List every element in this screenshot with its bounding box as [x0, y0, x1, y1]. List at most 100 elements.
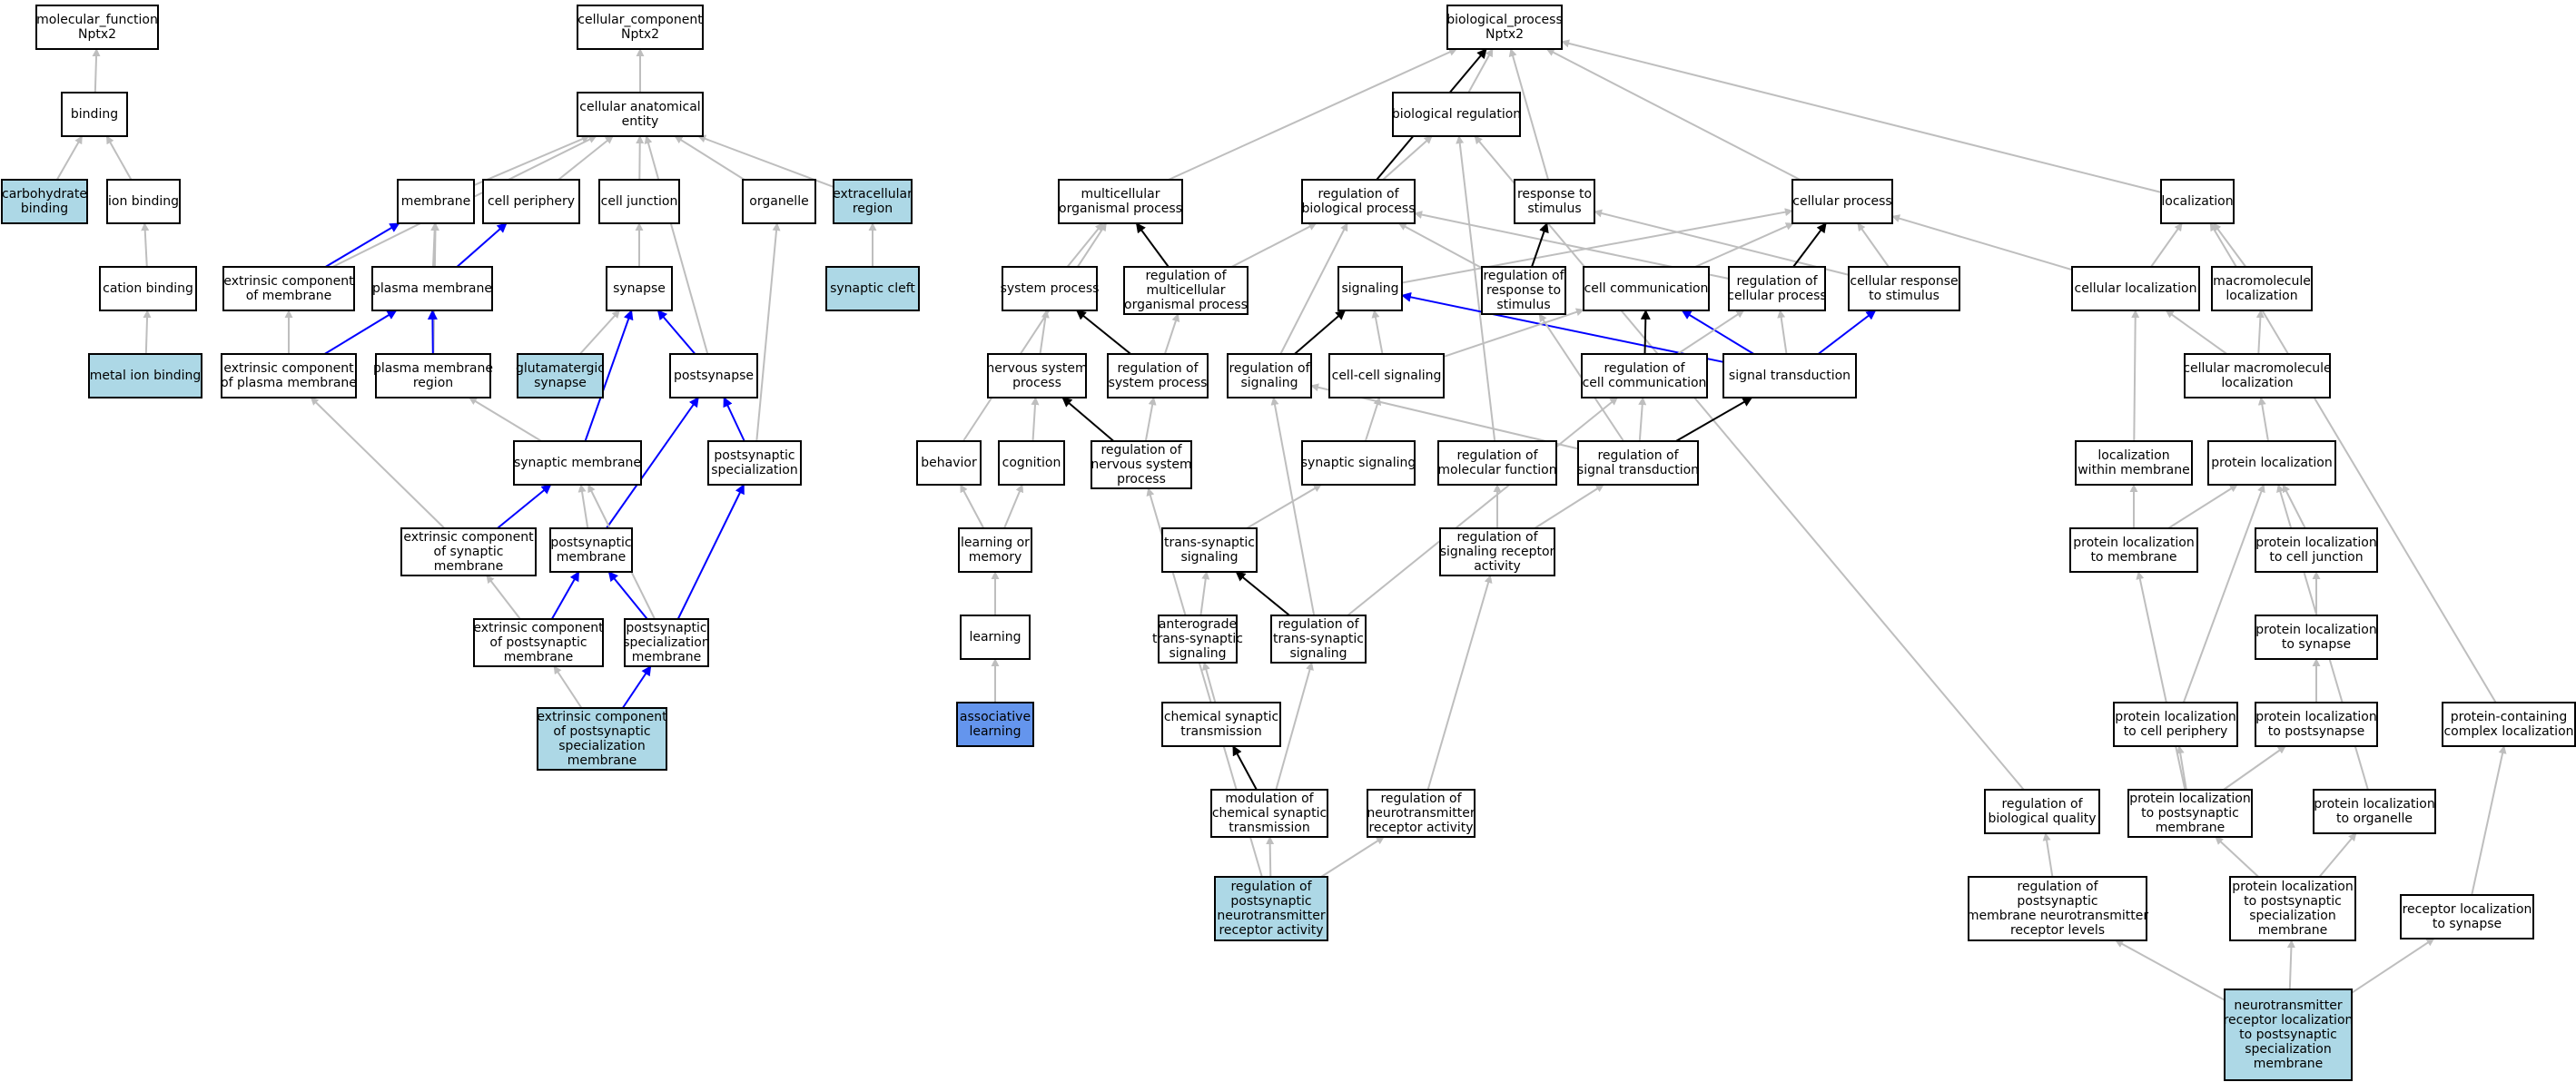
term-node-organelle[interactable]: organelle: [742, 179, 816, 224]
term-node-synaptic-cleft[interactable]: synaptic cleft: [825, 266, 920, 311]
term-node-cognition[interactable]: cognition: [998, 440, 1065, 486]
term-node-cell-cell-sig[interactable]: cell-cell signaling: [1328, 353, 1445, 398]
term-node-membrane[interactable]: membrane: [397, 179, 475, 224]
term-node-bio-reg[interactable]: biological regulation: [1392, 92, 1521, 137]
term-label-line: postsynaptic: [626, 621, 706, 635]
term-node-localization[interactable]: localization: [2160, 179, 2235, 224]
term-node-cellular-loc[interactable]: cellular localization: [2071, 266, 2200, 311]
term-node-cell-comm[interactable]: cell communication: [1583, 266, 1710, 311]
term-node-plasma-membrane[interactable]: plasma membrane: [371, 266, 493, 311]
term-node-behavior[interactable]: behavior: [916, 440, 982, 486]
term-node-metal-ion-binding[interactable]: metal ion binding: [88, 353, 202, 398]
term-node-cell-junction[interactable]: cell junction: [598, 179, 680, 224]
term-node-signal-transduction[interactable]: signal transduction: [1722, 353, 1857, 398]
term-node-signaling[interactable]: signaling: [1337, 266, 1403, 311]
term-label-line: system process: [1001, 281, 1100, 296]
term-node-synapse[interactable]: synapse: [606, 266, 673, 311]
edge-ns-process-to-system-process: [1039, 310, 1050, 355]
term-node-cation-binding[interactable]: cation binding: [99, 266, 197, 311]
term-label-line: extrinsic component: [473, 621, 604, 635]
edge-reg-bio-proc-to-bio-reg: [1382, 135, 1433, 181]
term-label-line: postsynaptic: [2017, 894, 2097, 909]
term-label-line: nervous system: [986, 361, 1087, 376]
edge-signaling-to-cellular-process: [1401, 208, 1793, 284]
term-box: [1577, 440, 1699, 486]
term-node-learning[interactable]: learning: [960, 615, 1031, 660]
term-box: [577, 92, 704, 137]
term-label-line: biological process: [1302, 202, 1416, 216]
term-node-ion-binding[interactable]: ion binding: [106, 179, 181, 224]
term-node-system-process[interactable]: system process: [1001, 266, 1100, 311]
term-node-cell-periphery[interactable]: cell periphery: [482, 179, 580, 224]
term-label-line: of membrane: [246, 289, 332, 303]
term-node-postsynapse[interactable]: postsynapse: [669, 353, 758, 398]
term-node-protein-loc[interactable]: protein localization: [2207, 440, 2336, 486]
term-node-reg-ps-nt-rec-act[interactable]: regulation ofpostsynapticneurotransmitte…: [1214, 876, 1328, 941]
edge-macromol-loc-to-localization: [2212, 222, 2247, 268]
term-node-binding[interactable]: binding: [61, 92, 128, 137]
edge-cellular-loc-to-localization: [2150, 222, 2183, 268]
term-label-line: localization: [2161, 194, 2233, 209]
term-label-line: neurotransmitter: [1217, 909, 1325, 923]
term-node-cellular-process[interactable]: cellular process: [1791, 179, 1893, 224]
term-node-synaptic-membrane[interactable]: synaptic membrane: [513, 440, 642, 486]
term-node-synaptic-signaling[interactable]: synaptic signaling: [1301, 440, 1416, 486]
term-label-line: anterograde: [1159, 617, 1237, 632]
